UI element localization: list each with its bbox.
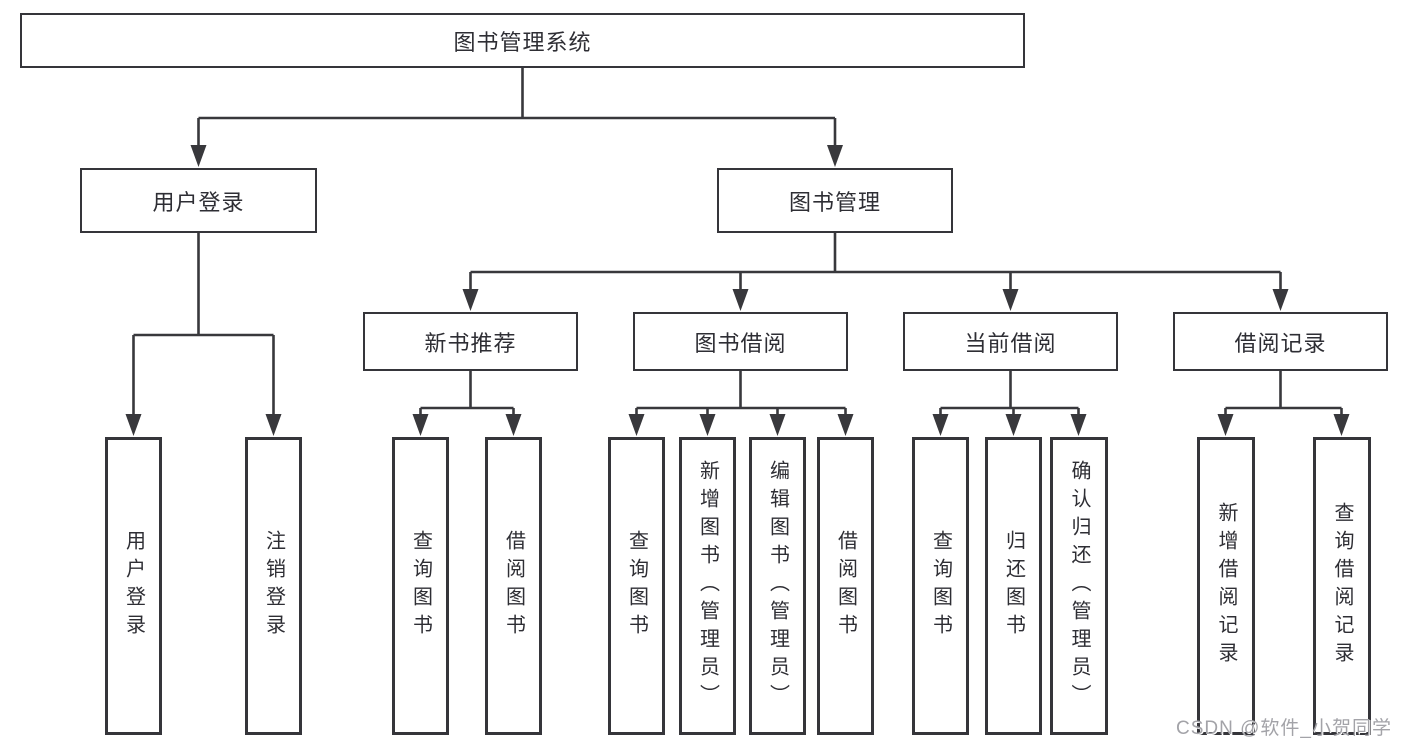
- node-book-management-label: 图书管理: [788, 189, 881, 215]
- leaf-query-borrow-record: 查询借阅记录: [1313, 437, 1371, 735]
- node-book-borrow: 图书借阅: [633, 312, 848, 371]
- leaf-query-book-borrow-label: 查询图书: [625, 530, 648, 642]
- node-user-login: 用户登录: [80, 168, 317, 233]
- leaf-query-book-recommend-label: 查询图书: [409, 530, 432, 642]
- leaf-confirm-return-admin-label: 确认归还（管理员）: [1068, 460, 1090, 712]
- leaf-query-book-recommend: 查询图书: [392, 437, 449, 735]
- node-new-book-recommend-label: 新书推荐: [424, 330, 517, 356]
- leaf-borrow-book-recommend: 借阅图书: [485, 437, 542, 735]
- leaf-borrow-book: 借阅图书: [817, 437, 874, 735]
- leaf-edit-book-admin: 编辑图书（管理员）: [749, 437, 806, 735]
- node-current-borrow: 当前借阅: [903, 312, 1118, 371]
- connector-bookmgmt-to-level2: [469, 233, 1282, 291]
- node-root-label: 图书管理系统: [453, 29, 592, 55]
- node-borrow-records-label: 借阅记录: [1234, 330, 1327, 356]
- leaf-borrow-book-label: 借阅图书: [834, 530, 857, 642]
- leaf-add-borrow-record-label: 新增借阅记录: [1215, 502, 1237, 670]
- arrowheads: [125, 145, 1350, 436]
- node-user-login-label: 用户登录: [152, 189, 245, 215]
- node-new-book-recommend: 新书推荐: [363, 312, 578, 371]
- node-book-management: 图书管理: [717, 168, 953, 233]
- node-current-borrow-label: 当前借阅: [964, 330, 1057, 356]
- leaf-borrow-book-recommend-label: 借阅图书: [502, 530, 525, 642]
- leaf-edit-book-admin-label: 编辑图书（管理员）: [766, 460, 789, 712]
- leaf-add-book-admin-label: 新增图书（管理员）: [696, 460, 719, 712]
- connector-currentborrow-group: [939, 371, 1080, 416]
- connector-newbook-group: [419, 371, 515, 416]
- csdn-watermark: CSDN @软件_小贺同学: [1176, 718, 1392, 739]
- node-borrow-records: 借阅记录: [1173, 312, 1388, 371]
- connector-root-to-level1: [197, 68, 837, 147]
- leaf-user-login: 用户登录: [105, 437, 162, 735]
- leaf-query-book-current-label: 查询图书: [929, 530, 952, 642]
- connector-bookborrow-group: [635, 371, 847, 416]
- leaf-query-book-borrow: 查询图书: [608, 437, 665, 735]
- leaf-query-book-current: 查询图书: [912, 437, 969, 735]
- leaf-return-book-label: 归还图书: [1002, 530, 1025, 642]
- node-book-borrow-label: 图书借阅: [694, 330, 787, 356]
- leaf-logout-label: 注销登录: [262, 530, 285, 642]
- leaf-user-login-label: 用户登录: [122, 530, 145, 642]
- node-root-system: 图书管理系统: [20, 13, 1025, 68]
- connector-userlogin-to-leaves: [132, 233, 275, 416]
- leaf-add-borrow-record: 新增借阅记录: [1197, 437, 1255, 735]
- leaf-return-book: 归还图书: [985, 437, 1042, 735]
- leaf-add-book-admin: 新增图书（管理员）: [679, 437, 736, 735]
- connector-records-group: [1224, 371, 1343, 416]
- leaf-logout: 注销登录: [245, 437, 302, 735]
- leaf-confirm-return-admin: 确认归还（管理员）: [1050, 437, 1108, 735]
- leaf-query-borrow-record-label: 查询借阅记录: [1331, 502, 1353, 670]
